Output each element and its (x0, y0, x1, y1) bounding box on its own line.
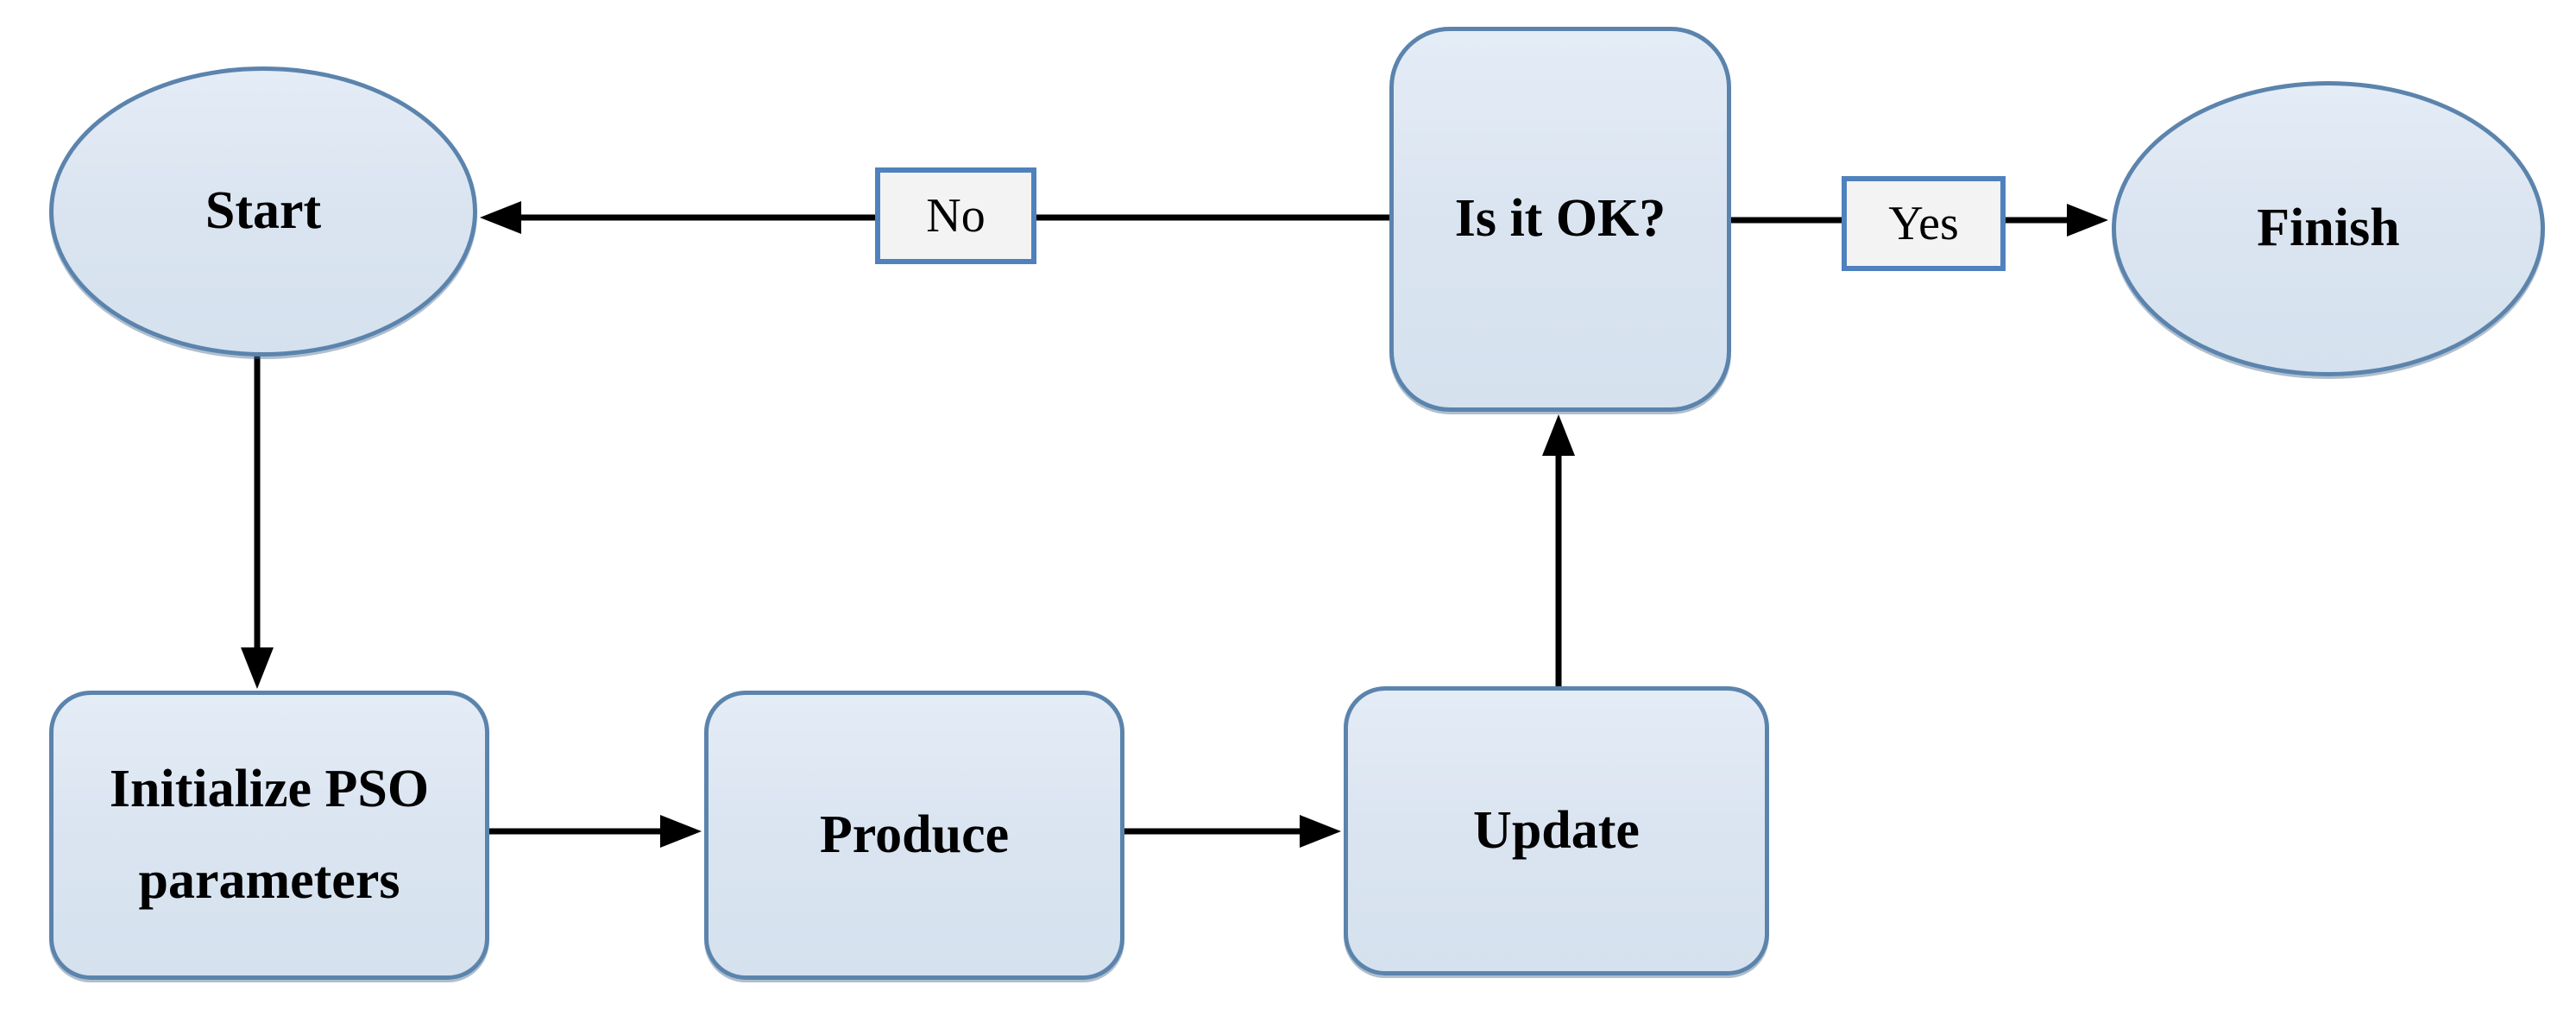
node-finish-label: Finish (2257, 199, 2400, 258)
node-initialize-pso-parameters: Initialize PSO parameters (49, 691, 489, 980)
arrowhead-up-icon (1542, 414, 1575, 456)
node-finish: Finish (2112, 81, 2545, 376)
node-produce-label: Produce (819, 805, 1010, 864)
node-update-label: Update (1473, 800, 1640, 860)
arrow-produce-to-update (1124, 815, 1341, 848)
arrow-update-to-isitok (1542, 414, 1575, 686)
arrowhead-right-icon (1300, 815, 1341, 848)
node-initialize-pso-parameters-label: Initialize PSO parameters (109, 760, 430, 910)
node-update: Update (1344, 686, 1769, 975)
node-is-it-ok: Is it OK? (1389, 27, 1731, 412)
arrowhead-right-icon (2067, 204, 2108, 237)
arrowhead-down-icon (241, 647, 274, 689)
edge-label-yes: Yes (1842, 176, 2006, 271)
node-is-it-ok-label: Is it OK? (1454, 189, 1666, 249)
arrow-start-to-initialize (241, 354, 274, 689)
arrowhead-right-icon (660, 815, 702, 848)
node-start: Start (49, 66, 477, 357)
node-start-label: Start (205, 181, 322, 241)
arrow-initialize-to-produce (489, 815, 702, 848)
arrowhead-left-icon (480, 201, 521, 234)
edge-label-no: No (875, 167, 1036, 264)
node-produce: Produce (704, 691, 1124, 980)
